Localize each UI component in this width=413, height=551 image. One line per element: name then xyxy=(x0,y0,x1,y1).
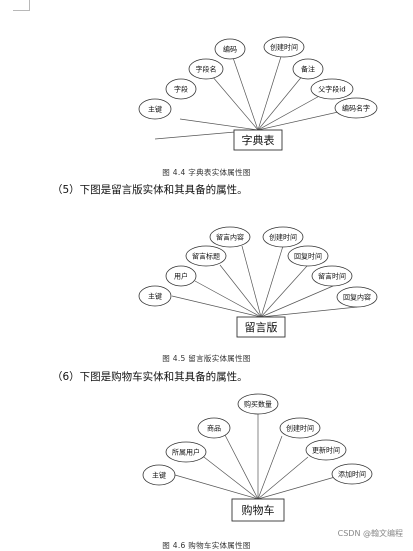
attr-create-time: 创建时间 xyxy=(263,36,305,58)
attr-code: 编码 xyxy=(214,38,246,60)
attr-primary-key: 主键 xyxy=(138,285,172,307)
svg-text:留言版: 留言版 xyxy=(245,320,278,334)
svg-text:创建时间: 创建时间 xyxy=(286,424,314,433)
attr-primary-key: 主键 xyxy=(138,98,172,120)
attr-remark: 备注 xyxy=(292,58,324,80)
svg-text:备注: 备注 xyxy=(301,65,315,74)
svg-text:字段: 字段 xyxy=(174,85,188,94)
svg-text:留言时间: 留言时间 xyxy=(318,272,346,281)
entity-shopping-cart: 购物车 xyxy=(231,498,285,522)
attr-primary-key: 主键 xyxy=(142,464,176,486)
svg-text:商品: 商品 xyxy=(207,424,221,433)
attr-code-name: 编码名字 xyxy=(334,97,378,119)
svg-text:字典表: 字典表 xyxy=(242,133,275,147)
figure-caption: 图 4.5 留言版实体属性图 xyxy=(162,354,251,363)
svg-text:更新时间: 更新时间 xyxy=(312,446,340,455)
svg-text:回复时间: 回复时间 xyxy=(294,252,322,261)
page-corner-mark xyxy=(13,0,30,11)
attr-parent-field-id: 父字段id xyxy=(310,78,354,100)
attr-create-time: 创建时间 xyxy=(262,226,304,248)
svg-text:留言标题: 留言标题 xyxy=(192,252,220,261)
svg-text:编码: 编码 xyxy=(223,45,237,54)
svg-text:留言内容: 留言内容 xyxy=(216,233,244,242)
attr-field-name: 字段名 xyxy=(188,58,224,80)
er-diagram-shopping-cart: 主键 所属用户 商品 购买数量 创建时间 更新时间 添加时间 购物车 xyxy=(0,392,413,532)
er-diagram-message-board: 主键 用户 留言标题 留言内容 创建时间 回复时间 留言时间 回复内容 留言版 xyxy=(0,225,413,345)
attr-reply-time: 回复时间 xyxy=(287,245,329,267)
svg-text:主键: 主键 xyxy=(152,471,166,480)
svg-text:编码名字: 编码名字 xyxy=(342,104,370,113)
attr-add-time: 添加时间 xyxy=(331,463,373,485)
paragraph: （6）下图是购物车实体和其具备的属性。 xyxy=(52,371,248,383)
figure-caption: 图 4.6 购物车实体属性图 xyxy=(162,541,251,550)
paragraph: （5）下图是留言版实体和其具备的属性。 xyxy=(52,184,248,196)
attr-purchase-quantity: 购买数量 xyxy=(237,393,279,415)
attr-reply-content: 回复内容 xyxy=(336,286,378,308)
figure-caption: 图 4.4 字典表实体属性图 xyxy=(162,168,251,177)
svg-text:创建时间: 创建时间 xyxy=(270,43,298,52)
attr-message-content: 留言内容 xyxy=(209,226,251,248)
entity-dictionary: 字典表 xyxy=(233,129,283,151)
svg-text:字段名: 字段名 xyxy=(196,65,217,74)
attr-message-time: 留言时间 xyxy=(311,265,353,287)
svg-text:购物车: 购物车 xyxy=(242,503,275,517)
attr-owner-user: 所属用户 xyxy=(165,441,207,463)
svg-text:回复内容: 回复内容 xyxy=(343,293,371,302)
svg-text:添加时间: 添加时间 xyxy=(338,470,366,479)
attr-field: 字段 xyxy=(165,78,197,100)
svg-text:所属用户: 所属用户 xyxy=(172,448,200,457)
svg-text:主键: 主键 xyxy=(148,105,162,114)
attr-update-time: 更新时间 xyxy=(305,439,347,461)
attr-message-title: 留言标题 xyxy=(185,245,227,267)
attr-create-time: 创建时间 xyxy=(279,417,321,439)
attr-product: 商品 xyxy=(197,417,231,439)
svg-text:用户: 用户 xyxy=(174,272,188,281)
entity-message-board: 留言版 xyxy=(236,316,286,338)
er-diagram-dictionary: 主键 字段 字段名 编码 创建时间 备注 父字段id 编码名字 字典表 xyxy=(0,30,413,155)
svg-text:主键: 主键 xyxy=(148,292,162,301)
svg-text:父字段id: 父字段id xyxy=(318,85,345,94)
watermark: CSDN @翰文编程 xyxy=(337,529,403,538)
svg-text:创建时间: 创建时间 xyxy=(269,233,297,242)
attr-user: 用户 xyxy=(165,265,197,287)
svg-text:购买数量: 购买数量 xyxy=(244,400,272,409)
